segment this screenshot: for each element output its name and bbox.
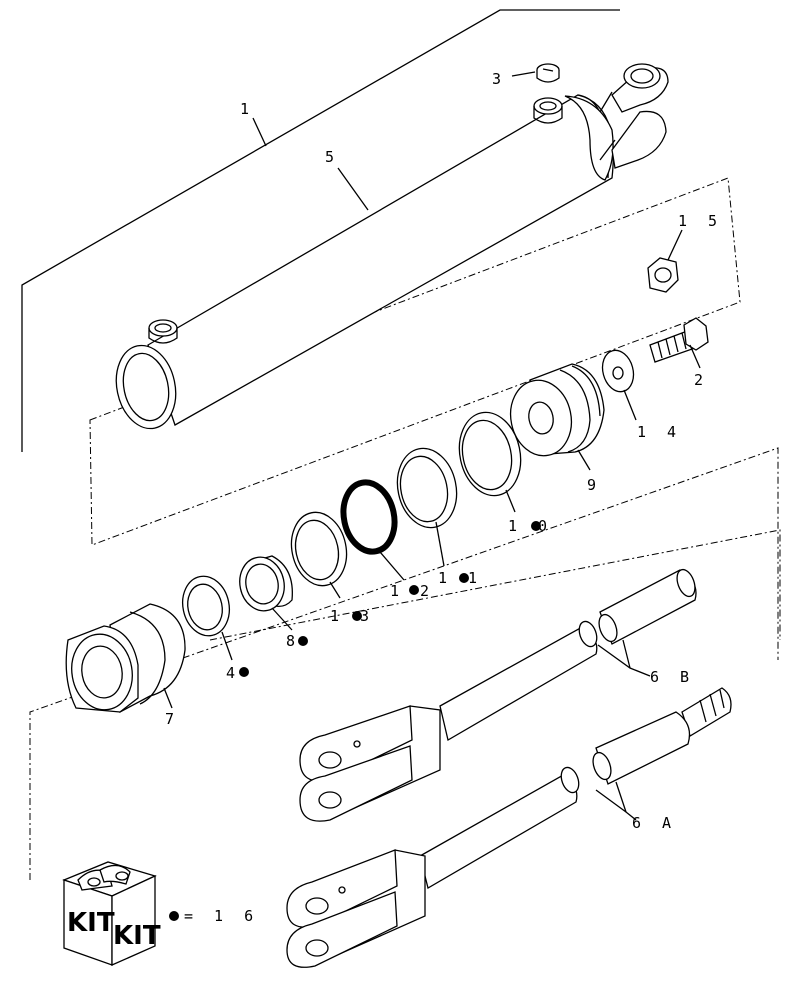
label-part-9: 9 [587, 476, 602, 494]
o-ring [340, 479, 398, 555]
label-part-13: 1 3 [330, 607, 375, 625]
label-part-6b: 6 B [650, 668, 695, 686]
kit-box-icon: KIT KIT [62, 861, 161, 966]
seal-kit-frame [89, 177, 741, 546]
kit-bullets [169, 521, 541, 921]
leader-lines [163, 71, 701, 821]
rod-6a [286, 687, 732, 968]
rod-inner-frame [209, 529, 781, 641]
port-plug [536, 63, 560, 83]
seal-11 [396, 447, 458, 529]
rod-group-frame [29, 447, 779, 880]
assembly-bracket [21, 9, 620, 452]
seal-13 [290, 511, 348, 587]
label-part-15: 1 5 [678, 212, 723, 230]
kit-label-right: KIT [113, 921, 161, 951]
kit-legend-value: = 1 6 [184, 907, 259, 925]
label-part-2: 2 [694, 371, 709, 389]
label-part-4: 4 [226, 664, 241, 682]
rod-6b [299, 568, 697, 822]
label-part-5: 5 [325, 148, 340, 166]
hex-bolt [649, 317, 709, 363]
kit-label-left: KIT [67, 908, 115, 938]
label-part-6a: 6 A [632, 814, 677, 832]
label-part-3: 3 [492, 70, 507, 88]
wear-ring-10 [458, 411, 522, 497]
wiper-seal [182, 575, 230, 637]
label-part-8: 8 [286, 632, 301, 650]
cylinder-barrel [115, 63, 669, 430]
label-part-12: 1 2 [390, 582, 435, 600]
gland [65, 603, 186, 714]
label-part-1: 1 [240, 100, 255, 118]
piston [509, 363, 605, 457]
label-part-14: 1 4 [637, 423, 682, 441]
hex-nut [647, 257, 679, 293]
label-part-10: 1 0 [508, 517, 553, 535]
washer [601, 349, 635, 393]
label-part-7: 7 [165, 710, 180, 728]
label-part-11: 1 1 [438, 569, 483, 587]
bushing [239, 555, 293, 612]
